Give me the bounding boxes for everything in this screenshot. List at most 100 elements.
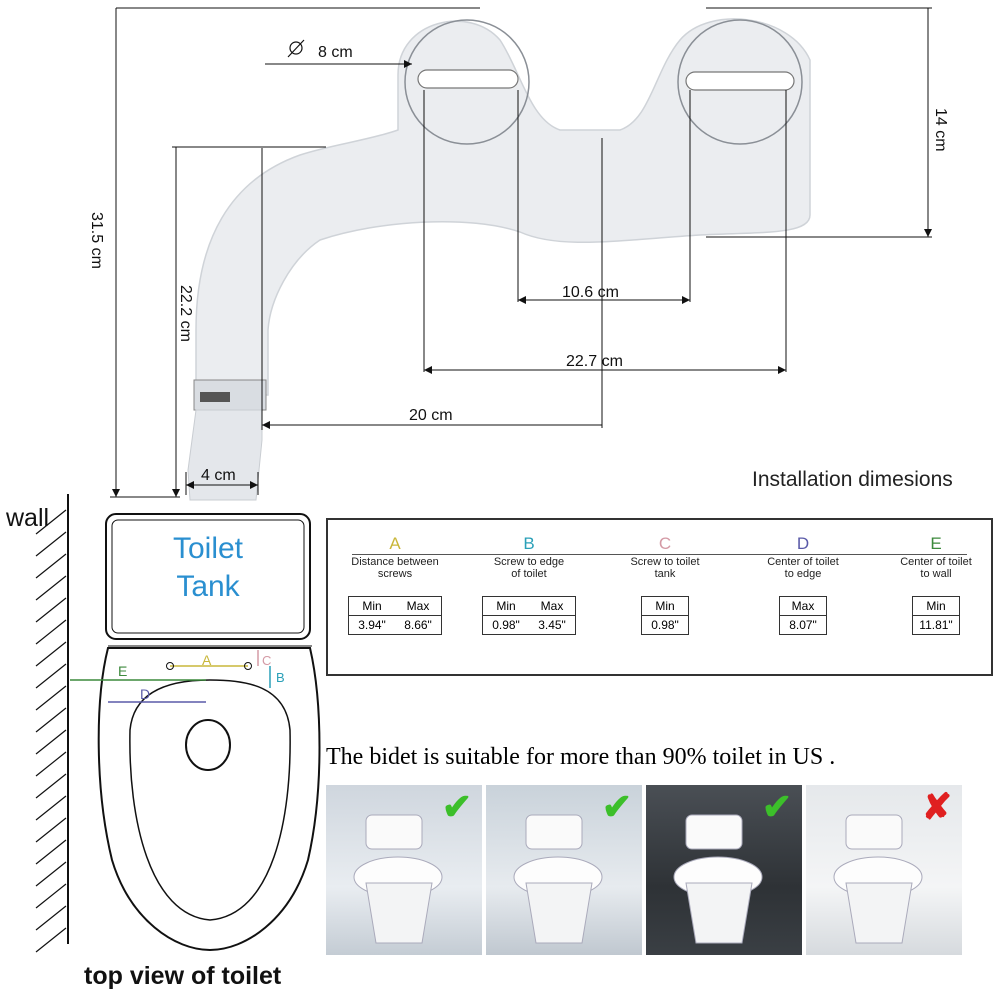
spec-desc-line1: Screw to toilet — [630, 556, 700, 568]
check-icon: ✔ — [761, 786, 792, 827]
hatch-line — [35, 839, 67, 865]
hatch-line — [35, 597, 67, 623]
spec-value: 11.81" — [919, 618, 953, 632]
toilet-illustration — [513, 814, 603, 944]
spec-desc-line2: screws — [377, 568, 413, 580]
hatch-line — [35, 905, 67, 931]
toilet-tank-label: Toilet Tank — [108, 530, 308, 606]
dim-diameter: 8 cm — [318, 44, 353, 61]
dimension-lines — [110, 7, 932, 498]
label-e: E — [118, 663, 127, 679]
tank-label-line2: Tank — [176, 570, 240, 603]
dim-total-height: 31.5 cm — [88, 212, 105, 269]
spec-value: 3.45" — [538, 618, 566, 632]
label-a: A — [202, 652, 212, 668]
wall-label: wall — [6, 504, 50, 532]
spec-letter: B — [523, 534, 535, 553]
hatch-line — [35, 861, 67, 887]
hatch-line — [35, 553, 67, 579]
spec-value: 0.98" — [492, 618, 520, 632]
spec-desc-line1: Center of toilet — [900, 556, 972, 568]
hatch-line — [35, 663, 67, 689]
dimension-labels: 8 cm 14 cm 31.5 cm 22.2 cm 10.6 cm 22.7 … — [88, 44, 949, 484]
spec-value-box: Min Max 3.94" 8.66" — [348, 596, 442, 635]
hatch-line — [35, 575, 67, 601]
dim-arm-height: 22.2 cm — [177, 285, 194, 342]
spec-value: 8.66" — [404, 618, 432, 632]
spec-header: Max — [540, 599, 564, 613]
installation-title: Installation dimesions — [752, 468, 953, 491]
label-c: C — [262, 653, 271, 668]
spec-desc-line1: Distance between — [351, 556, 439, 568]
hatch-line — [35, 729, 67, 755]
spec-letter: E — [930, 534, 942, 553]
dim-screw-inner: 10.6 cm — [562, 284, 619, 301]
wall-hatch — [35, 494, 69, 953]
label-b: B — [276, 670, 285, 685]
dim-arm-length: 20 cm — [409, 407, 453, 424]
spec-header: Max — [791, 599, 815, 613]
hatch-line — [35, 883, 67, 909]
hatch-line — [35, 685, 67, 711]
spec-value-box: Max 8.07" — [779, 596, 827, 635]
spec-desc-line2: to edge — [784, 568, 822, 580]
toilet-photo-4: ✘ — [806, 785, 962, 955]
spec-desc-line2: to wall — [920, 568, 952, 580]
toilet-top-view: A C B E D — [70, 513, 321, 952]
hatch-line — [35, 927, 67, 953]
hatch-line — [35, 531, 67, 557]
spec-value: 3.94" — [358, 618, 386, 632]
dim-screw-outer: 22.7 cm — [566, 353, 623, 370]
bidet-body — [187, 18, 811, 501]
spec-value-box: Min 11.81" — [912, 596, 960, 635]
toilet-illustration — [353, 814, 443, 944]
label-d: D — [140, 686, 150, 702]
cross-icon: ✘ — [921, 786, 952, 827]
spec-desc-line1: Center of toilet — [767, 556, 839, 568]
check-icon: ✔ — [601, 786, 632, 827]
spec-value-box: Min 0.98" — [641, 596, 689, 635]
spec-header: Min — [362, 599, 382, 613]
dim-hose-width: 4 cm — [201, 467, 236, 484]
dim-height-right: 14 cm — [932, 108, 949, 152]
spec-header: Min — [655, 599, 675, 613]
hatch-line — [35, 641, 67, 667]
check-icon: ✔ — [441, 786, 472, 827]
hatch-line — [35, 707, 67, 733]
toilet-illustration — [833, 814, 923, 944]
tank-label-line1: Toilet — [172, 532, 244, 565]
hatch-line — [35, 773, 67, 799]
spec-value: 8.07" — [789, 618, 817, 632]
hatch-line — [35, 751, 67, 777]
toilet-photo-3: ✔ — [646, 785, 802, 955]
spec-desc-line1: Screw to edge — [493, 556, 565, 568]
hatch-line — [35, 509, 67, 535]
spec-header: Min — [496, 599, 516, 613]
spec-letter: A — [389, 534, 401, 553]
spec-header: Max — [406, 599, 430, 613]
hatch-line — [35, 817, 67, 843]
diameter-icon — [289, 41, 303, 55]
spec-desc-line2: of toilet — [511, 568, 547, 580]
toilet-photo-1: ✔ — [326, 785, 482, 955]
spec-desc-line2: tank — [654, 568, 676, 580]
spec-header: Min — [926, 599, 946, 613]
toilet-photo-2: ✔ — [486, 785, 642, 955]
spec-value: 0.98" — [651, 618, 679, 632]
suitability-text: The bidet is suitable for more than 90% … — [326, 744, 836, 770]
spec-letter: D — [796, 534, 810, 553]
toilet-illustration — [673, 814, 763, 944]
hatch-line — [35, 795, 67, 821]
